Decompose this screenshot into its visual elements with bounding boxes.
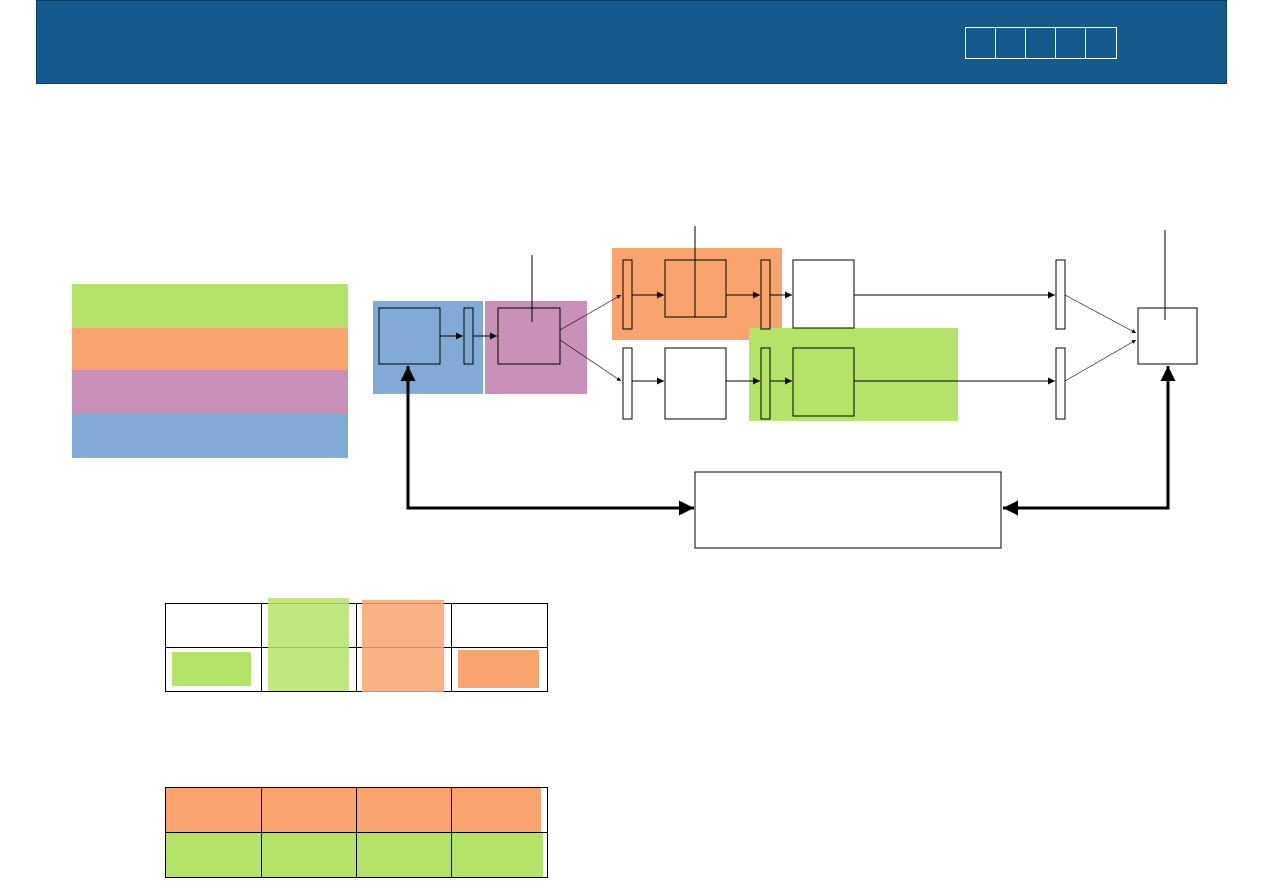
block-sink (1137, 307, 1198, 365)
bar-far-top (1055, 259, 1066, 330)
header-bar (36, 0, 1227, 84)
lower-table-cell-r2c1 (165, 832, 262, 878)
nav-box-3[interactable] (1026, 28, 1056, 58)
lower-table-cell-r1c3 (356, 787, 452, 833)
lower-fill-orange-row (165, 787, 541, 832)
bar-bottom-right (760, 347, 771, 420)
legend-swatch-green (72, 284, 348, 328)
legend-swatch-orange (72, 328, 348, 370)
bar-bottom-left (622, 347, 633, 420)
upper-fill-orange-r2c4 (458, 650, 539, 688)
upper-table-cell-r1c1 (165, 603, 262, 648)
bar-far-bottom (1055, 347, 1066, 420)
lower-table-cell-r1c4 (451, 787, 548, 833)
nav-box-1[interactable] (966, 28, 996, 58)
legend-swatch-magenta (72, 370, 348, 414)
block-bottom-end (792, 347, 855, 417)
lower-table-cell-r1c2 (261, 787, 357, 833)
upper-fill-orange-col3 (362, 600, 444, 692)
lower-fill-green-row (165, 832, 543, 877)
lower-table-cell-r2c4 (451, 832, 548, 878)
upper-table-cell-r2c4 (451, 647, 548, 692)
nav-box-4[interactable] (1056, 28, 1086, 58)
block-controller (694, 471, 1002, 549)
nav-box-2[interactable] (996, 28, 1026, 58)
upper-fill-green-r2c1 (172, 652, 251, 686)
block-top-end (792, 259, 855, 329)
magenta-region (485, 301, 587, 394)
lower-table-cell-r2c3 (356, 832, 452, 878)
blue-region (373, 301, 483, 394)
block-splitter (497, 307, 561, 365)
orange-region (612, 248, 782, 340)
lower-table-cell-r2c2 (261, 832, 357, 878)
nav-box-group (965, 27, 1117, 59)
lower-table-cell-r1c1 (165, 787, 262, 833)
upper-fill-green-col2 (268, 598, 349, 691)
block-bottom-mid (664, 347, 727, 420)
upper-table-cell-r1c4 (451, 603, 548, 648)
legend-swatch-blue (72, 414, 348, 458)
